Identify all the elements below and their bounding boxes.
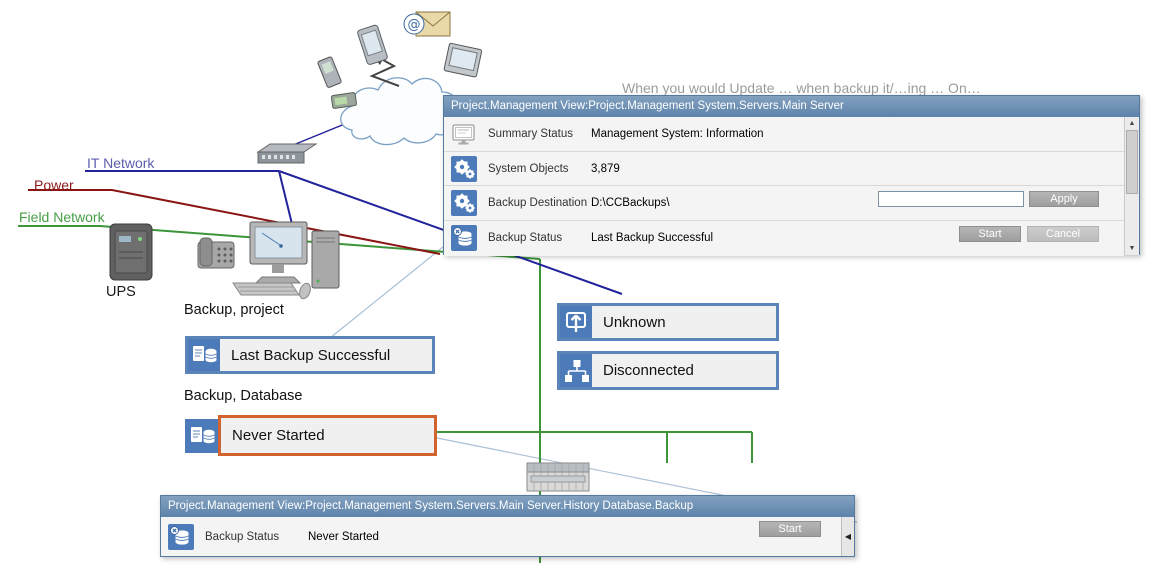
row-value: Never Started [308,530,379,543]
scroll-up-icon[interactable]: ▲ [1128,120,1136,127]
backup-file-icon [185,419,218,453]
backup-database-label: Backup, Database [184,388,303,404]
backup-database-icon [168,523,194,550]
scroll-thumb[interactable] [1126,130,1138,194]
cloud [340,77,458,146]
it-network-label: IT Network [87,155,155,171]
row-value: 3,879 [591,162,620,175]
start-button[interactable]: Start [959,226,1021,243]
disconnected-status-widget[interactable]: Disconnected [557,351,779,390]
apply-button[interactable]: Apply [1029,191,1099,208]
backup-status-row: Backup Status Last Backup Successful Sta… [444,221,1124,256]
unknown-status-widget[interactable]: Unknown [557,303,779,341]
row-label: Backup Status [205,530,280,543]
main-server-panel: Project.Management View:Project.Manageme… [443,95,1140,256]
desktop-computer[interactable] [232,221,340,300]
field-network-label: Field Network [19,209,105,225]
backup-project-status-widget[interactable]: Last Backup Successful [185,336,435,374]
mobile-phone-icon [317,56,342,88]
backup-file-icon [188,339,220,371]
system-objects-row: System Objects 3,879 [444,151,1124,187]
row-label: System Objects [488,162,569,175]
annotation-text: When you would Update … when backup it/…… [622,80,981,96]
ups-label: UPS [106,284,136,300]
history-backup-panel: Project.Management View:Project.Manageme… [160,495,855,557]
row-value: Management System: Information [591,127,764,140]
collapse-handle[interactable]: ◀ [841,517,854,556]
status-text: Disconnected [603,362,694,379]
collapse-arrow-icon: ◀ [844,532,852,541]
summary-status-row: Summary Status Management System: Inform… [444,117,1124,152]
cancel-button[interactable]: Cancel [1027,226,1099,243]
start-button[interactable]: Start [759,521,821,537]
row-value: D:\CCBackups\ [591,197,670,210]
network-tree-icon [560,354,592,387]
history-backup-panel-titlebar[interactable]: Project.Management View:Project.Manageme… [161,496,854,517]
din-rail-device [526,462,590,492]
status-text: Unknown [603,313,666,331]
vertical-scrollbar[interactable]: ▲ ▼ [1124,117,1139,255]
backup-project-label: Backup, project [184,302,284,318]
main-server-panel-titlebar[interactable]: Project.Management View:Project.Manageme… [444,96,1139,117]
handheld-device [330,92,357,109]
email-icon: @ [403,11,451,37]
gears-icon [451,190,477,217]
summary-monitor-icon [451,121,477,147]
row-label: Backup Status [488,232,563,245]
device-arrow-icon [560,306,592,338]
row-label: Backup Destination [488,197,588,210]
scroll-down-icon[interactable]: ▼ [1128,245,1136,252]
backup-database-status-widget[interactable]: Never Started [218,415,437,456]
tablet-device [443,42,483,78]
backup-status-row: Backup Status Never Started Start [161,517,841,556]
backup-database-icon [451,225,477,252]
row-value: Last Backup Successful [591,232,714,245]
power-label: Power [34,177,74,193]
status-text: Never Started [232,427,325,444]
gears-icon [451,155,477,182]
status-text: Last Backup Successful [231,346,391,364]
row-label: Summary Status [488,127,573,140]
pda-device [357,24,388,65]
desk-phone [197,237,235,269]
svg-text:@: @ [408,18,421,33]
backup-destination-row: Backup Destination D:\CCBackups\ Apply [444,186,1124,222]
backup-destination-input[interactable] [878,191,1024,208]
ups-device [109,223,153,281]
network-switch [256,143,318,164]
